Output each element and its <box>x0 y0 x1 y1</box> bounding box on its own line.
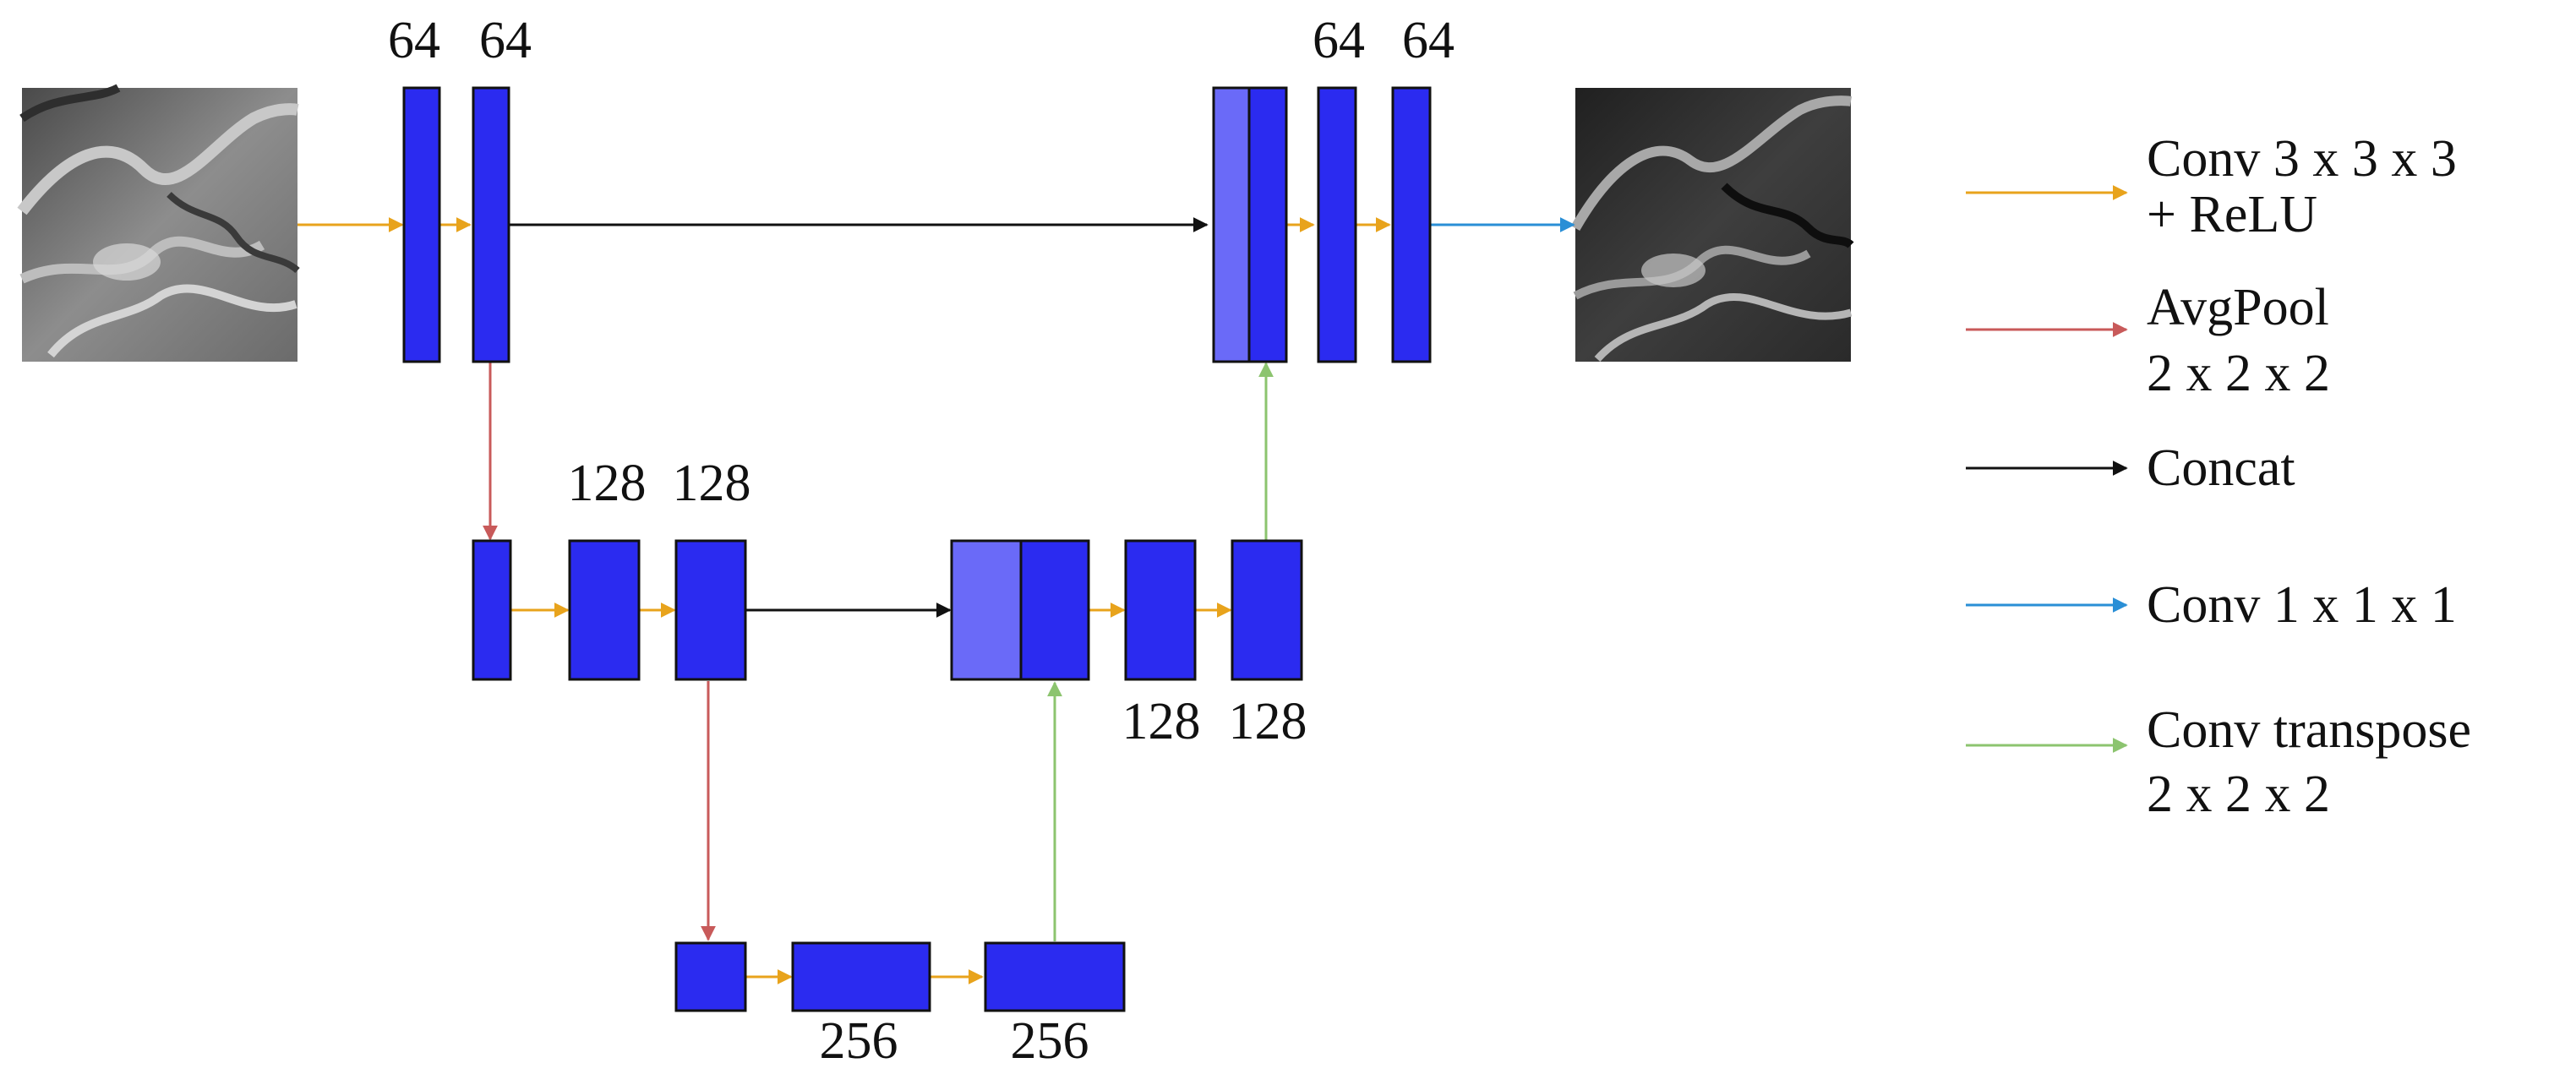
enc1-block-a <box>402 86 441 363</box>
legend-conv3-line2: + ReLU <box>2147 186 2317 243</box>
dec1-block-a <box>1317 86 1357 363</box>
enc2-block-b <box>674 539 747 681</box>
enc1-block-b <box>472 86 510 363</box>
dec2-concat-block-skip <box>950 539 1023 681</box>
legend-convT-line2: 2 x 2 x 2 <box>2147 766 2330 823</box>
input-mri-image <box>17 84 300 362</box>
legend-convT-line1: Conv transpose <box>2147 701 2471 759</box>
enc1-label-b: 64 <box>479 12 532 69</box>
legend-avgpool-line2: 2 x 2 x 2 <box>2147 345 2330 402</box>
enc2-input-block <box>472 539 512 681</box>
dec2-label-b: 128 <box>1229 693 1307 750</box>
enc2-block-a <box>568 539 641 681</box>
bott-block-b <box>984 941 1126 1012</box>
enc2-label-b: 128 <box>673 455 751 512</box>
bott-block-a <box>791 941 931 1012</box>
dec2-block-a <box>1124 539 1197 681</box>
legend-conv3-line1: Conv 3 x 3 x 3 <box>2147 130 2457 188</box>
dec2-concat-block-up <box>1019 539 1090 681</box>
dec1-label-b: 64 <box>1402 12 1454 69</box>
bott-input-block <box>674 941 747 1012</box>
legend-concat-line1: Concat <box>2147 439 2295 497</box>
legend: Conv 3 x 3 x 3 + ReLU AvgPool 2 x 2 x 2 … <box>1966 130 2471 823</box>
legend-conv1-line1: Conv 1 x 1 x 1 <box>2147 576 2457 634</box>
dec2-block-b <box>1231 539 1303 681</box>
dec2-label-a: 128 <box>1122 693 1201 750</box>
enc2-label-a: 128 <box>568 455 647 512</box>
dec1-block-b <box>1391 86 1432 363</box>
enc1-label-a: 64 <box>388 12 440 69</box>
legend-avgpool-line1: AvgPool <box>2147 279 2329 336</box>
dec1-concat-block-skip <box>1212 86 1251 363</box>
output-mri-image <box>1570 88 1854 363</box>
bott-label-a: 256 <box>820 1012 898 1070</box>
bott-label-b: 256 <box>1011 1012 1089 1070</box>
dec1-concat-block-up <box>1247 86 1288 363</box>
dec1-label-a: 64 <box>1313 12 1365 69</box>
